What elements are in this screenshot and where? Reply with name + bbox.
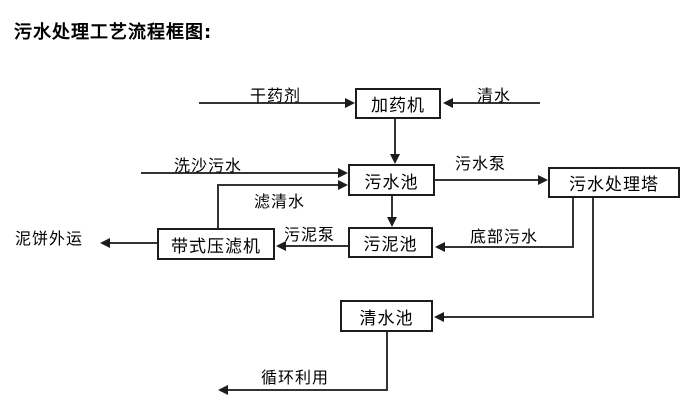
- edge-sludge-pump-line: [285, 245, 348, 247]
- edge-dosing-to-sewage-line: [394, 119, 396, 155]
- arrowhead-right-icon: [538, 175, 548, 185]
- edge-label-sewage-pump: 污水泵: [455, 154, 507, 173]
- edge-label-dry-agent: 干药剂: [250, 86, 302, 105]
- edge-filtered-water-vline: [217, 184, 219, 228]
- edge-bottom-sewage-hline: [445, 246, 574, 248]
- edge-clear-water-line: [451, 102, 540, 104]
- edge-bottom-sewage-vline: [572, 198, 574, 248]
- diagram-title: 污水处理工艺流程框图:: [14, 22, 213, 43]
- edge-label-bottom-sewage: 底部污水: [470, 227, 539, 246]
- arrowhead-left-icon: [276, 241, 286, 251]
- edge-sewage-to-sludge-line: [391, 196, 393, 218]
- edge-sewage-pump-line: [435, 179, 538, 181]
- edge-label-filtered-water: 滤清水: [254, 192, 306, 211]
- edge-tower-to-clear-vline: [592, 198, 594, 318]
- edge-label-mud-cake: 泥饼外运: [15, 229, 84, 248]
- node-sludge-pool: 污泥池: [348, 227, 433, 258]
- arrowhead-down-icon: [387, 217, 397, 227]
- node-dosing-machine: 加药机: [355, 88, 441, 119]
- arrowhead-right-icon: [345, 98, 355, 108]
- node-treatment-tower: 污水处理塔: [548, 167, 680, 198]
- arrowhead-right-icon: [338, 168, 348, 178]
- edge-dry-agent-line: [199, 102, 346, 104]
- arrowhead-left-icon: [218, 385, 228, 395]
- edge-mud-cake-line: [109, 242, 157, 244]
- edge-label-clear-water: 清水: [477, 86, 512, 105]
- node-sewage-pool: 污水池: [348, 164, 435, 196]
- edge-recycle-hline: [227, 389, 388, 391]
- arrowhead-down-icon: [390, 154, 400, 164]
- arrowhead-left-icon: [435, 242, 445, 252]
- edge-label-sand-washing: 洗沙污水: [174, 156, 243, 175]
- node-belt-filter-press: 带式压滤机: [157, 228, 275, 260]
- arrowhead-right-icon: [338, 180, 348, 190]
- edge-filtered-water-hline: [217, 184, 338, 186]
- arrowhead-left-icon: [443, 98, 453, 108]
- arrowhead-left-icon: [434, 312, 444, 322]
- edge-label-sludge-pump: 污泥泵: [284, 225, 336, 244]
- edge-tower-to-clear-hline: [443, 316, 594, 318]
- edge-label-recycle: 循环利用: [261, 368, 330, 387]
- arrowhead-left-icon: [100, 238, 110, 248]
- node-clear-water-pool: 清水池: [340, 300, 433, 332]
- edge-sand-washing-line: [141, 172, 338, 174]
- edge-recycle-vline: [386, 332, 388, 391]
